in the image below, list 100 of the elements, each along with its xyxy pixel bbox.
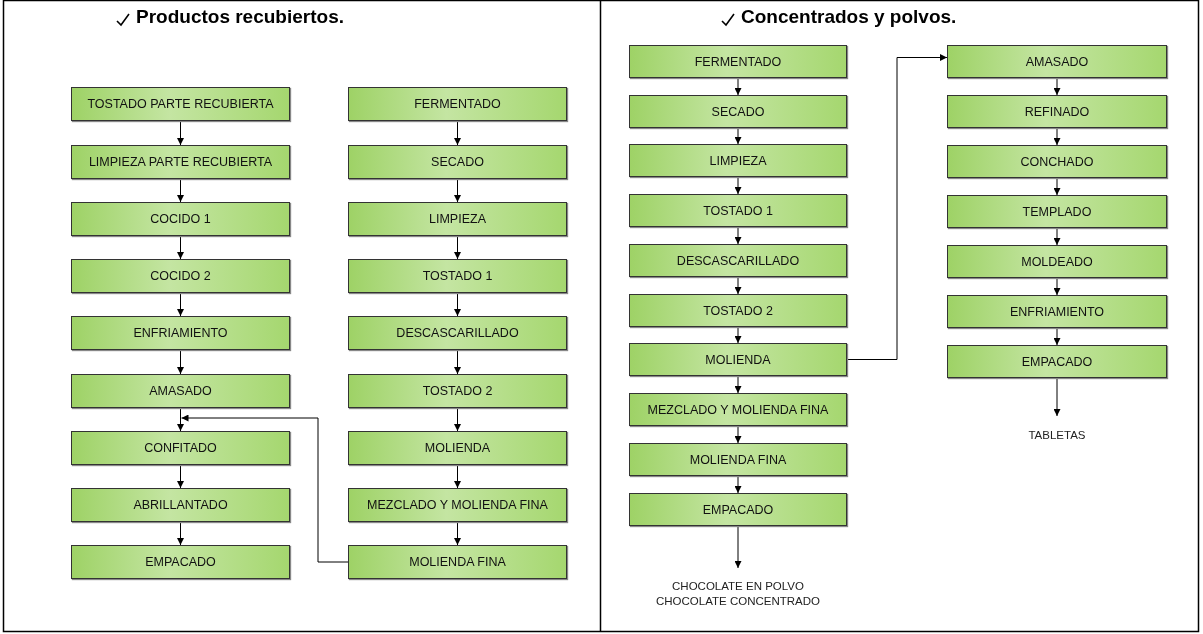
process-box	[348, 488, 567, 522]
process-box	[629, 244, 847, 277]
process-box	[629, 294, 847, 327]
process-box	[629, 343, 847, 376]
step-text: LIMPIEZA PARTE RECUBIERTA	[88, 155, 273, 169]
step-text: AMASADO	[149, 384, 212, 398]
step-text: TEMPLADO	[1022, 204, 1092, 219]
arrow	[734, 226, 742, 245]
step-text: MOLDEADO	[1021, 254, 1093, 269]
process-box	[629, 194, 847, 227]
process-box	[71, 431, 290, 465]
step-text: TOSTADO 1	[703, 203, 773, 218]
process-box	[71, 202, 290, 236]
arrow	[181, 414, 349, 563]
arrow	[1053, 277, 1061, 296]
arrow	[734, 375, 742, 394]
process-box	[348, 374, 567, 408]
arrow	[177, 120, 184, 146]
step-text: CONFITADO	[144, 441, 217, 455]
step-text: MOLIENDA FINA	[409, 555, 506, 569]
step-text: TOSTADO PARTE RECUBIERTA	[87, 97, 274, 111]
step-text: FERMENTADO	[414, 97, 501, 111]
arrow	[734, 326, 742, 344]
step-text: COCIDO 1	[150, 212, 211, 226]
process-box	[629, 443, 847, 476]
process-box	[629, 493, 847, 526]
process-box	[947, 195, 1167, 228]
step-text: REFINADO	[1024, 104, 1090, 119]
step-text: DESCASCARILLADO	[396, 326, 519, 340]
process-box	[629, 144, 847, 177]
process-box	[348, 87, 567, 121]
arrow	[1053, 127, 1061, 146]
step-text: CHOCOLATE CONCENTRADO	[656, 594, 820, 609]
arrow	[734, 127, 742, 145]
process-box	[71, 316, 290, 350]
step-text: EMPACADO	[702, 502, 774, 517]
arrow	[454, 235, 461, 260]
process-box	[348, 259, 567, 293]
process-box	[71, 145, 290, 179]
arrow	[734, 525, 742, 569]
step-text: TOSTADO 1	[422, 269, 493, 283]
arrow	[1053, 177, 1061, 196]
step-text: ENFRIAMIENTO	[1009, 304, 1105, 319]
step-text: CHOCOLATE EN POLVO	[672, 579, 804, 594]
step-text: MOLIENDA FINA	[689, 452, 787, 467]
step-text: TABLETAS	[1028, 427, 1086, 443]
arrow	[1053, 227, 1061, 246]
arrow	[177, 235, 184, 260]
step-text: COCIDO 2	[150, 269, 211, 283]
step-text: MEZCLADO Y MOLIENDA FINA	[647, 402, 829, 417]
step-text: CONCHADO	[1020, 154, 1094, 169]
process-box	[629, 95, 847, 128]
process-box	[348, 545, 567, 579]
process-box	[71, 545, 290, 579]
arrow	[454, 407, 461, 432]
section-heading: Productos recubiertos.	[136, 6, 344, 28]
process-box	[947, 345, 1167, 378]
arrow	[177, 521, 184, 546]
step-text: LIMPIEZA	[429, 212, 486, 226]
process-box	[947, 295, 1167, 328]
process-box	[947, 95, 1167, 128]
step-text: SECADO	[431, 155, 484, 169]
process-box	[71, 259, 290, 293]
arrow	[454, 120, 461, 146]
step-text: EMPACADO	[1021, 354, 1093, 369]
step-text: EMPACADO	[145, 555, 216, 569]
process-box	[947, 145, 1167, 178]
process-box	[629, 45, 847, 78]
step-text: SECADO	[711, 104, 765, 119]
process-box	[947, 45, 1167, 78]
arrow	[177, 349, 184, 375]
step-text: ABRILLANTADO	[133, 498, 228, 512]
step-text: MOLIENDA	[424, 441, 491, 455]
section-heading: Concentrados y polvos.	[741, 6, 957, 28]
arrow	[1053, 327, 1061, 346]
arrow	[1053, 77, 1061, 96]
step-text: FERMENTADO	[694, 54, 782, 69]
process-box	[348, 431, 567, 465]
step-text: DESCASCARILLADO	[676, 253, 800, 268]
process-box	[348, 202, 567, 236]
process-box	[348, 316, 567, 350]
step-text: TOSTADO 2	[703, 303, 773, 318]
arrow	[454, 521, 461, 546]
arrow	[177, 178, 184, 203]
process-box	[71, 374, 290, 408]
arrow	[1053, 377, 1061, 417]
arrow	[734, 276, 742, 295]
process-box	[947, 245, 1167, 278]
process-box	[71, 87, 290, 121]
arrow	[734, 176, 742, 195]
process-box	[629, 393, 847, 426]
arrow	[846, 54, 948, 360]
step-text: AMASADO	[1025, 54, 1089, 69]
arrow	[734, 425, 742, 444]
process-box	[71, 488, 290, 522]
arrow	[454, 349, 461, 375]
arrow	[454, 464, 461, 489]
arrow	[734, 77, 742, 96]
step-text: ENFRIAMIENTO	[133, 326, 228, 340]
arrow	[177, 407, 184, 432]
